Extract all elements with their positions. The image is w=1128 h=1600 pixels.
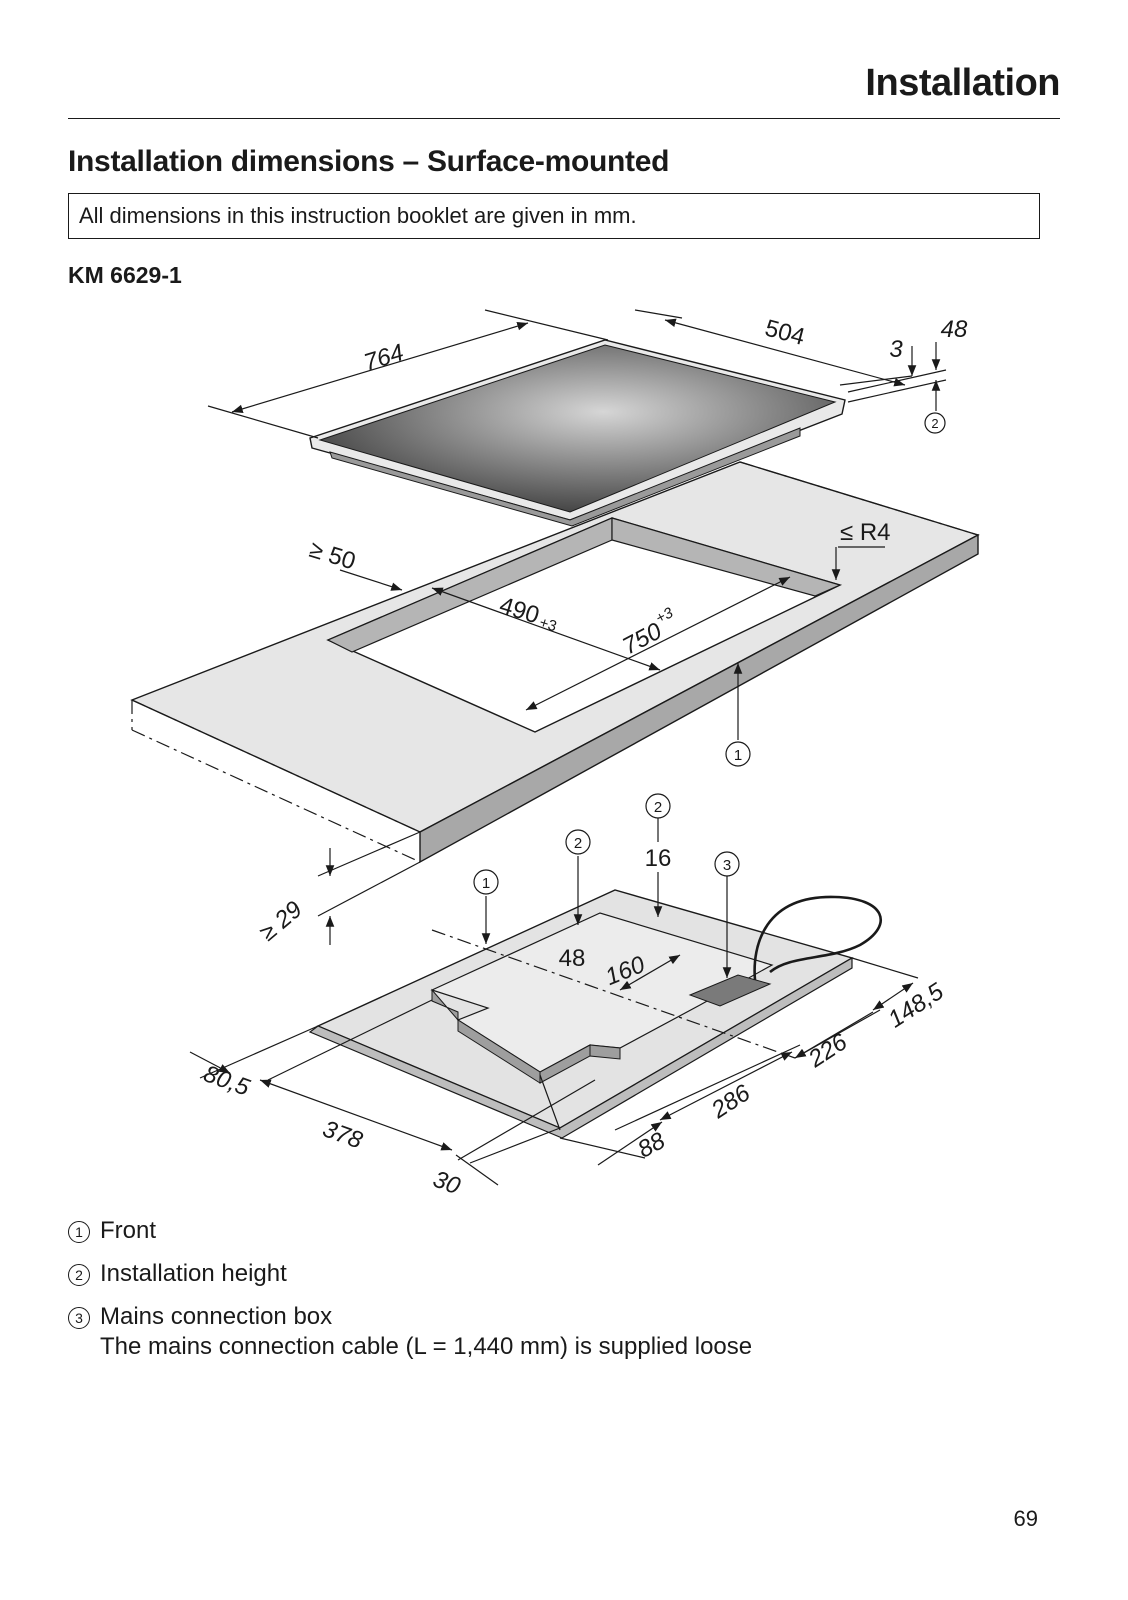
header-rule	[68, 118, 1060, 119]
dim-286: 286	[706, 1079, 756, 1124]
legend-number: 3	[68, 1307, 90, 1329]
model-name: KM 6629-1	[68, 262, 182, 288]
connection-box	[688, 974, 772, 1007]
dim-490: 490 +3	[496, 592, 558, 635]
page-number: 69	[1013, 1506, 1038, 1531]
worktop-continuation-lines	[131, 461, 979, 863]
dim-3: 3	[889, 336, 903, 363]
svg-text:2: 2	[654, 799, 662, 816]
dim-48-under: 48	[559, 945, 586, 972]
legend-sublabel: The mains connection cable (L = 1,440 mm…	[100, 1333, 753, 1360]
dim-min-50: ≥ 50	[306, 536, 358, 575]
front-axis-line	[431, 929, 796, 1059]
dim-750: 750 +3	[618, 604, 677, 660]
underside-dimension-lines	[189, 818, 919, 1186]
callout-3-underside: 3	[714, 851, 740, 877]
svg-text:1: 1	[482, 875, 490, 892]
legend-item: 3 Mains connection box The mains connect…	[68, 1302, 752, 1362]
svg-text:+3: +3	[653, 604, 677, 627]
mains-cable	[753, 895, 882, 981]
svg-text:3: 3	[723, 857, 731, 874]
dim-88: 88	[633, 1127, 670, 1164]
legend-number: 2	[68, 1264, 90, 1286]
cutout-right-wall	[611, 517, 842, 597]
callout-1-worktop: 1	[725, 741, 751, 767]
dim-378: 378	[319, 1115, 366, 1154]
legend-label: Front	[100, 1217, 157, 1244]
cutout-back-wall	[326, 517, 613, 653]
underside-body-side	[431, 988, 621, 1084]
dim-80-5: 80,5	[200, 1060, 254, 1102]
legend-item: 1 Front	[68, 1216, 752, 1246]
dim-48-top: 48	[941, 316, 968, 343]
svg-text:2: 2	[574, 835, 582, 852]
dim-min-29: ≥ 29	[255, 896, 308, 947]
page-header-title: Installation	[865, 62, 1060, 104]
svg-text:1: 1	[734, 747, 742, 764]
hob-dimension-lines	[207, 309, 947, 439]
units-note-text: All dimensions in this instruction bookl…	[79, 203, 637, 228]
cutout-dimension-lines	[339, 546, 885, 740]
dim-30: 30	[429, 1166, 464, 1201]
units-note-box: All dimensions in this instruction bookl…	[68, 193, 1040, 239]
dim-504: 504	[762, 315, 808, 351]
legend-number: 1	[68, 1221, 90, 1243]
dim-226: 226	[803, 1028, 853, 1073]
legend: 1 Front 2 Installation height 3 Mains co…	[68, 1216, 752, 1375]
svg-text:+3: +3	[537, 614, 558, 635]
dim-16: 16	[645, 845, 672, 872]
callout-2-underside-a: 2	[565, 829, 591, 855]
section-title: Installation dimensions – Surface-mounte…	[68, 145, 670, 178]
worktop-thickness-lines	[317, 831, 421, 945]
svg-text:2: 2	[931, 416, 938, 431]
hob-underside	[308, 889, 882, 1139]
svg-text:490: 490	[496, 592, 542, 630]
hob-base	[329, 427, 801, 527]
dim-764: 764	[361, 339, 407, 377]
dim-148-5: 148,5	[883, 978, 949, 1034]
dim-r4: ≤ R4	[840, 519, 891, 546]
callout-2-top: 2	[924, 412, 946, 434]
callout-2-underside-b: 2	[645, 793, 671, 819]
legend-label: Installation height	[100, 1260, 287, 1287]
legend-label: Mains connection box	[100, 1303, 333, 1330]
legend-item: 2 Installation height	[68, 1259, 752, 1289]
callout-1-underside: 1	[473, 869, 499, 895]
